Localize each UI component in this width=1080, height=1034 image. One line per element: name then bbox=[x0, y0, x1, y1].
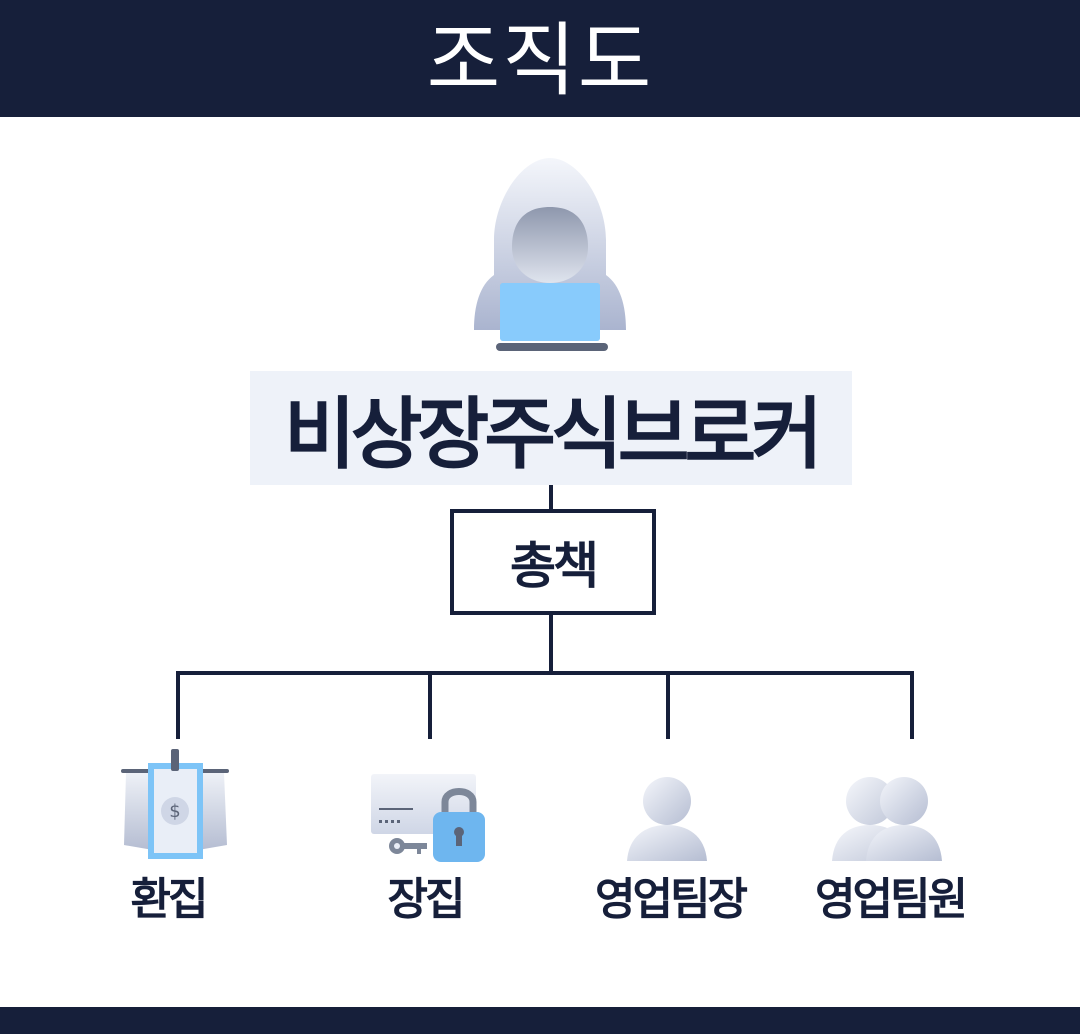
footer-bar bbox=[0, 1007, 1080, 1034]
member-label-sales-leader: 영업팀장 bbox=[565, 870, 775, 930]
card-lock-key-icon bbox=[365, 768, 495, 868]
svg-text:$: $ bbox=[169, 801, 180, 822]
hooded-hacker-laptop-icon bbox=[470, 155, 630, 355]
person-icon bbox=[625, 775, 710, 865]
member-label-exchange: 환집 bbox=[88, 870, 248, 930]
chief-node: 총책 bbox=[450, 509, 656, 615]
broker-label: 비상장주식브로커 bbox=[284, 372, 818, 484]
people-group-icon bbox=[830, 775, 945, 865]
broker-node: 비상장주식브로커 bbox=[250, 371, 852, 485]
money-bill-icon: $ bbox=[118, 745, 233, 863]
chief-label: 총책 bbox=[510, 526, 596, 598]
member-label-collection: 장집 bbox=[345, 870, 505, 930]
member-label-sales-member: 영업팀원 bbox=[785, 870, 995, 930]
